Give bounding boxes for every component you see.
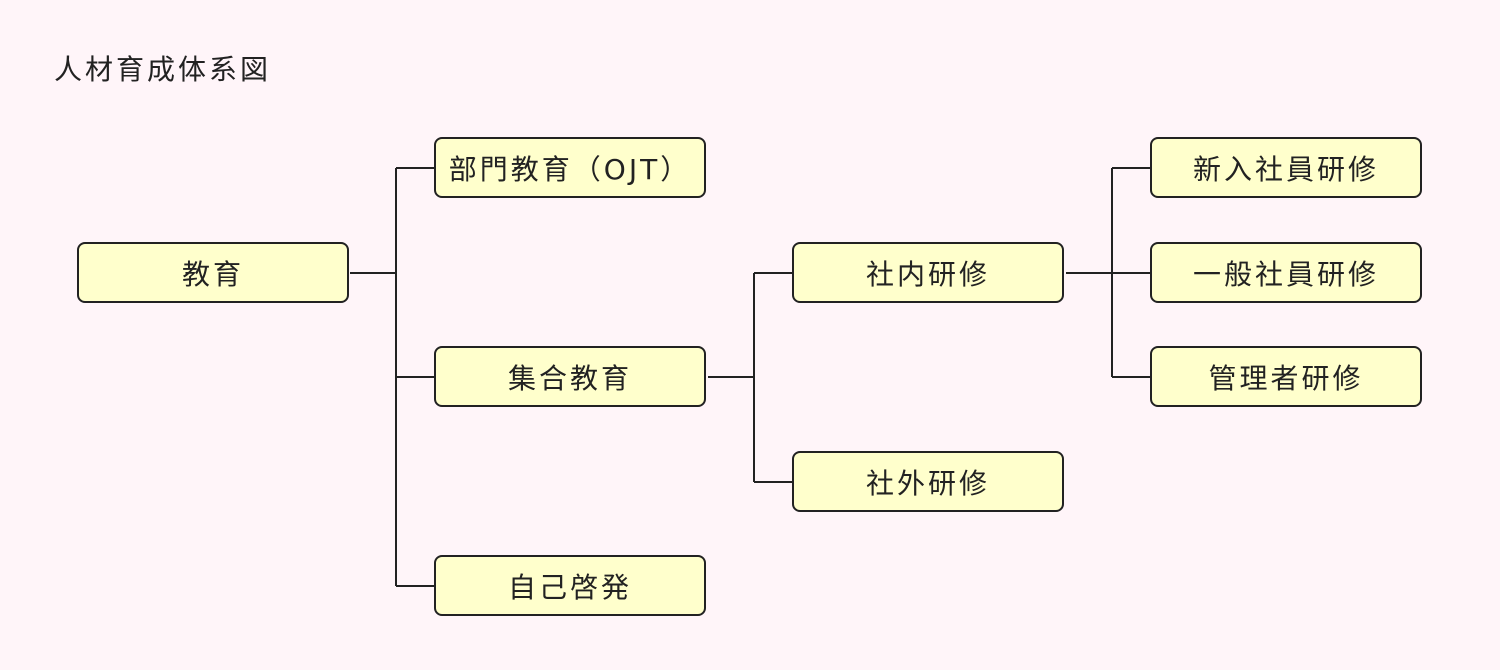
diagram-title: 人材育成体系図 <box>54 53 272 86</box>
node-group-education: 集合教育 <box>434 346 706 407</box>
node-external-training: 社外研修 <box>792 451 1064 512</box>
node-internal-training: 社内研修 <box>792 242 1064 303</box>
node-self-development: 自己啓発 <box>434 555 706 616</box>
node-manager-training: 管理者研修 <box>1150 346 1422 407</box>
node-general-employee-training: 一般社員研修 <box>1150 242 1422 303</box>
node-new-employee-training: 新入社員研修 <box>1150 137 1422 198</box>
node-education: 教育 <box>77 242 349 303</box>
node-department-ojt: 部門教育（OJT） <box>434 137 706 198</box>
